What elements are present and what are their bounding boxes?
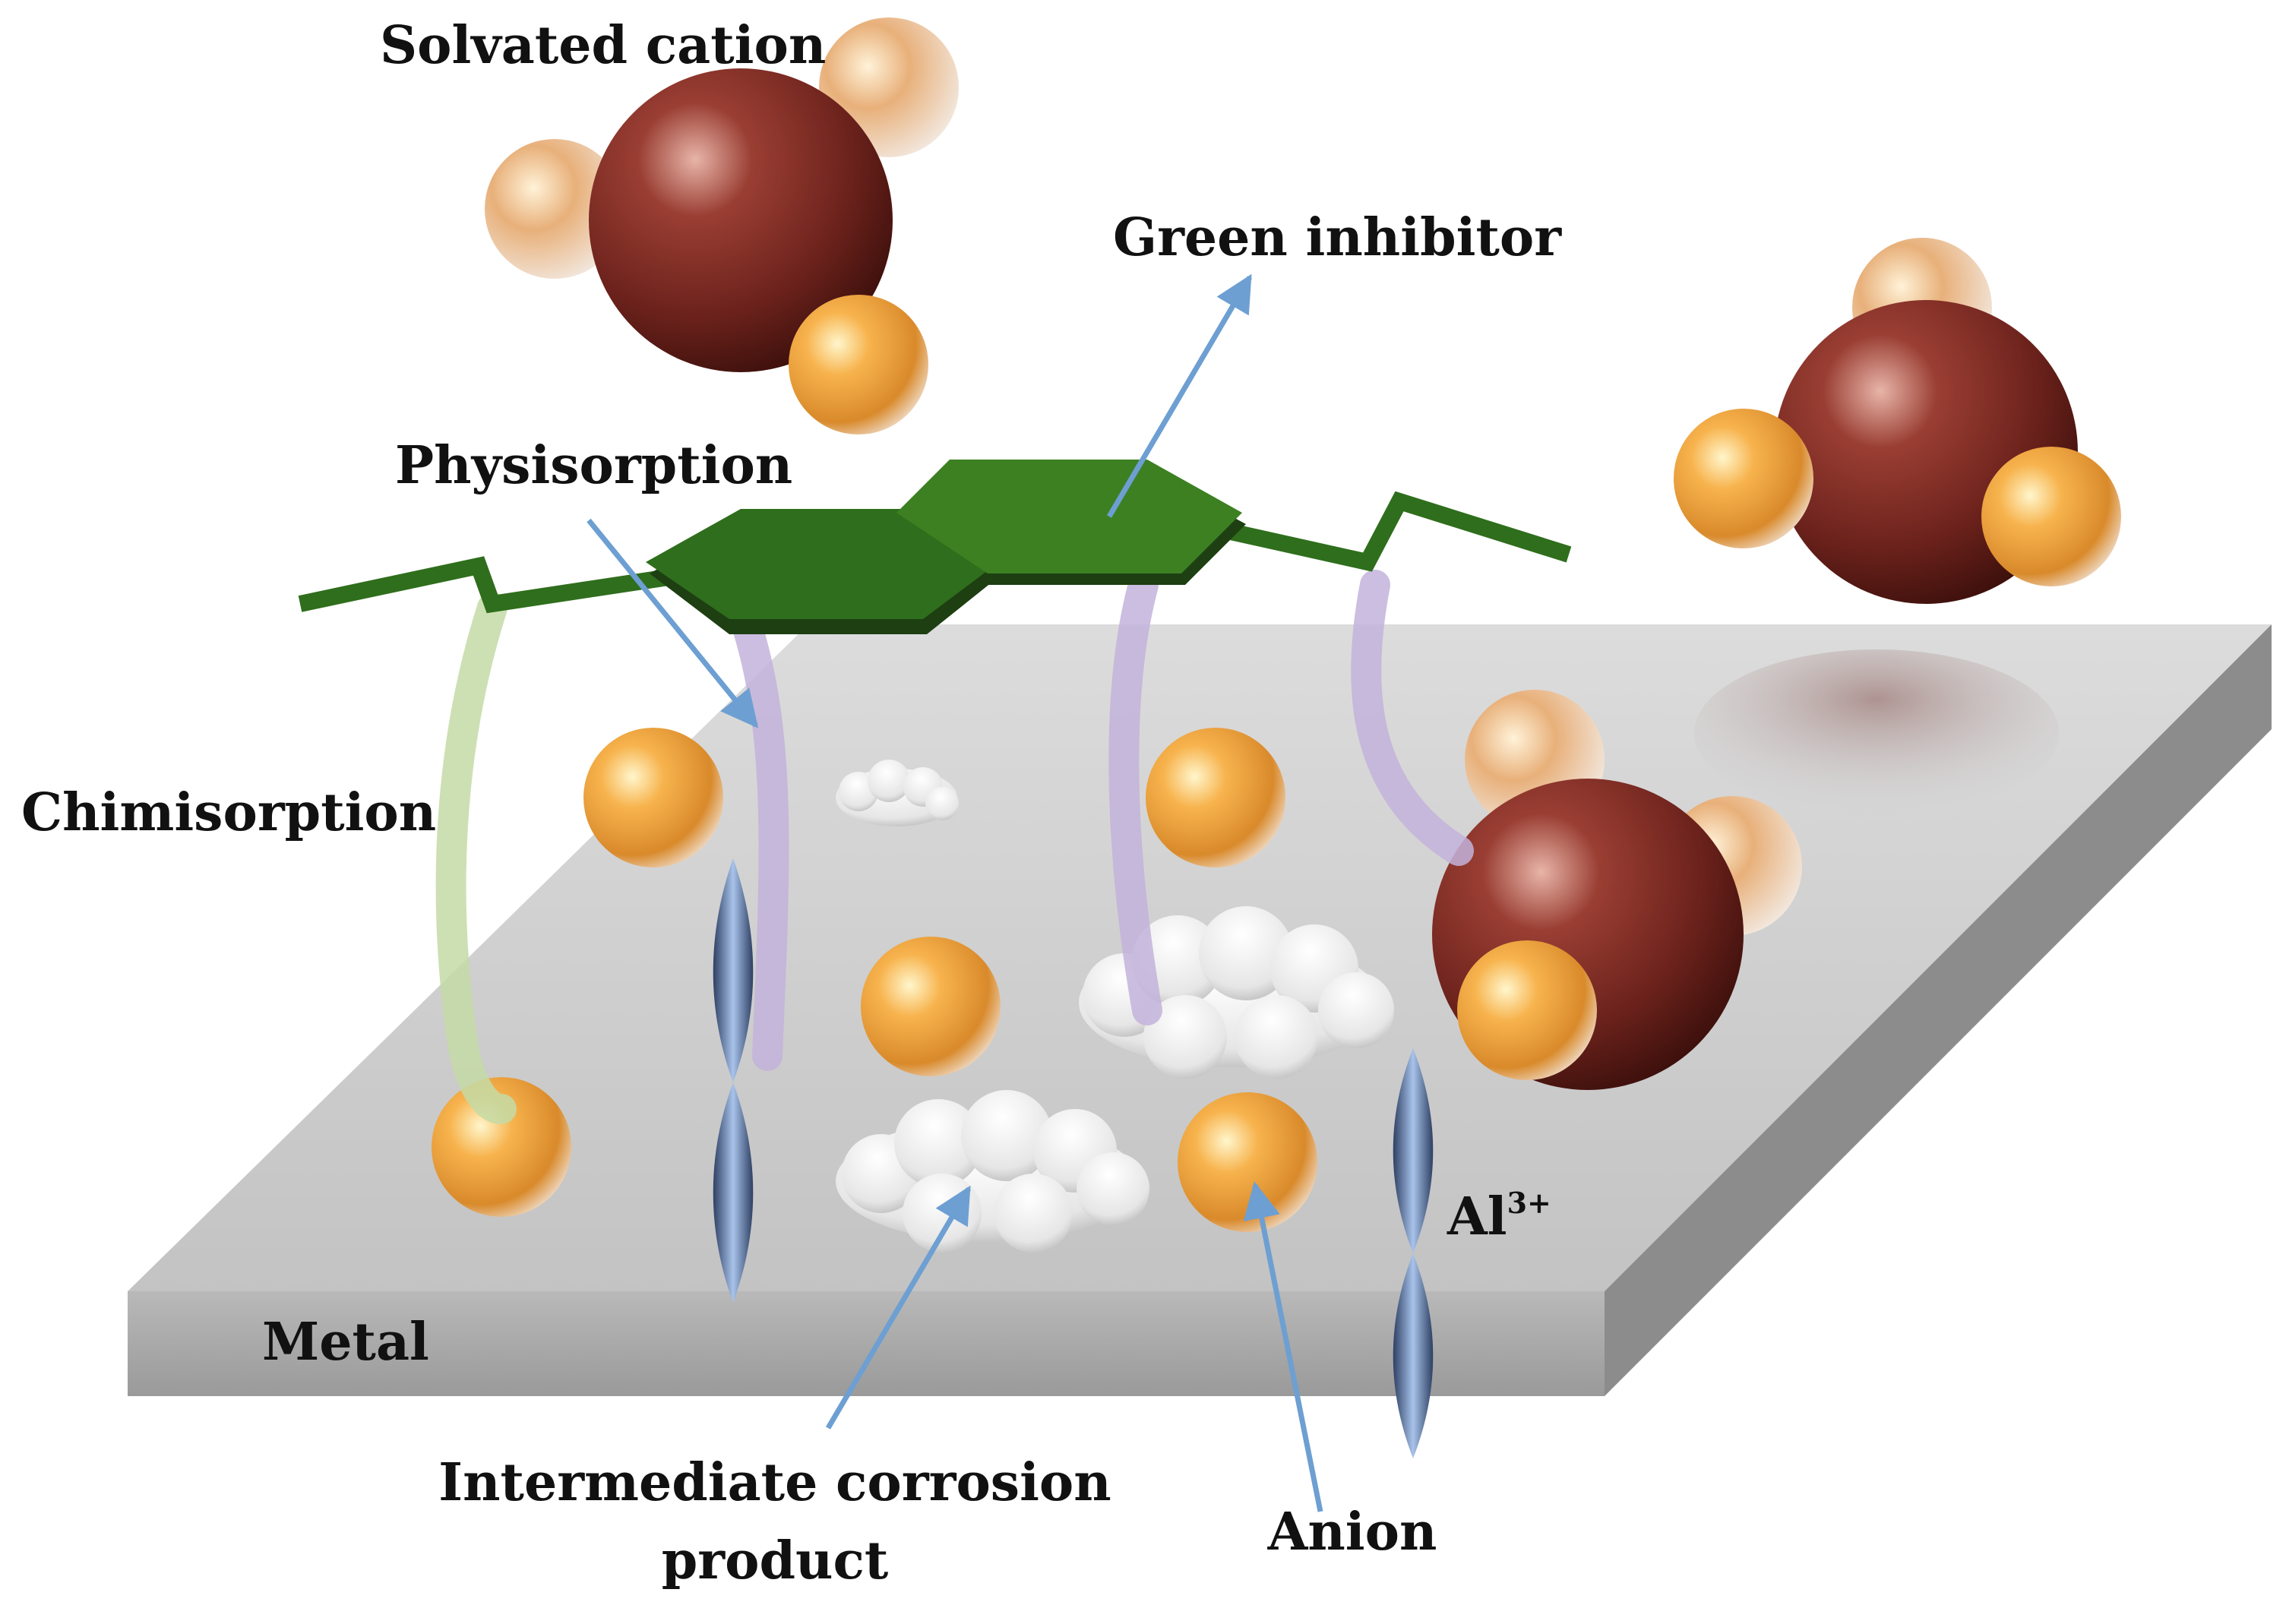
al-ion-symbol: Al [1447,1186,1507,1247]
green-inhibitor-molecule [298,460,1572,634]
metal-side-face [1605,624,2272,1396]
anion-arrow [1243,1181,1323,1512]
solvated-cation-sphere-icon [485,17,959,434]
corrosion-product-cloud-icon [836,760,959,826]
al-ion-label: Al3+ [1447,1186,1551,1247]
al-ion-lobe-icon [1393,1048,1434,1458]
anion-sphere-icon [583,728,723,867]
solvated-cation-label: Solvated cation [380,15,826,76]
al-ion-charge: 3+ [1507,1186,1551,1220]
intermediate-arrow [825,1185,972,1430]
metal-label: Metal [262,1312,429,1373]
chimisorption-bond [435,592,517,1124]
green-inhibitor-arrow [1106,273,1253,518]
chimisorption-label: Chimisorption [21,782,436,843]
label-arrows [587,273,1323,1512]
intermediate-corrosion-label-line2: product [662,1531,889,1591]
intermediate-corrosion-label-line1: Intermediate corrosion [438,1452,1111,1513]
anion-sphere-icon [1146,728,1285,867]
physisorption-bond [1108,570,1162,1025]
al-ion-lobe-icon [713,858,754,1303]
solvated-cation-sphere-icon [1432,690,1802,1090]
green-inhibitor-label: Green inhibitor [1113,207,1562,268]
anion-label: Anion [1267,1502,1437,1562]
solvated-cation-sphere-icon [1674,238,2121,604]
anion-sphere-icon [1178,1092,1317,1232]
physisorption-bond [733,615,789,1071]
anion-sphere-icon [861,937,1001,1076]
physisorption-arrow [587,518,759,728]
anion-sphere-icon [432,1077,571,1217]
cation-reflection [1694,649,2059,817]
metal-front-face [128,1291,1605,1396]
physisorption-label: Physisorption [395,435,792,496]
physisorption-bond [1351,570,1474,866]
